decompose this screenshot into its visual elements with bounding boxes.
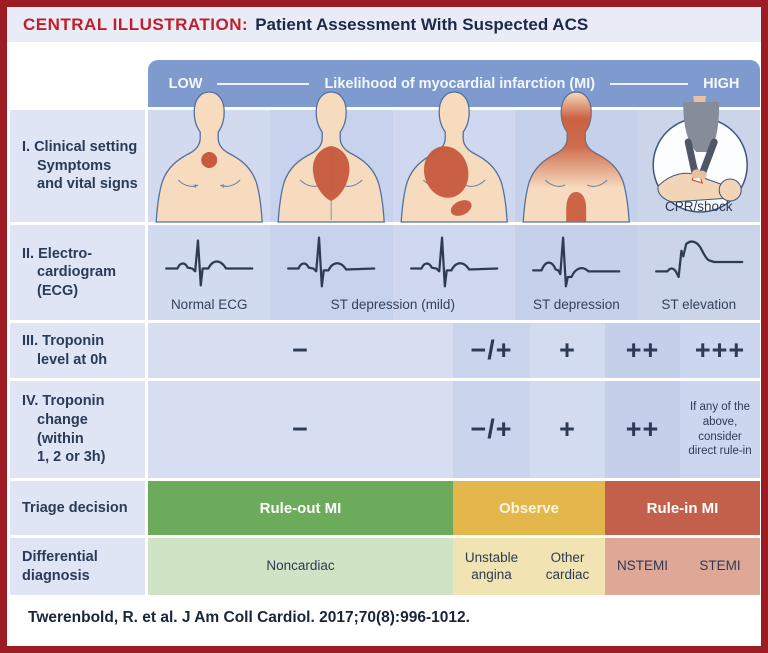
ecg-label-normal: Normal ECG [170,296,248,312]
ecg-normal-trace-icon [148,225,271,320]
troponin-change-cell: − [148,381,453,478]
page-title: Patient Assessment With Suspected ACS [255,14,589,34]
differential-unstable-angina: Unstable angina [453,538,530,595]
troponin-level-cell: ++ [605,323,680,378]
triage-rule-out-mi: Rule-out MI [148,481,453,535]
troponin-level-cell: + [530,323,605,378]
row-triage-content: Rule-out MI Observe Rule-in MI [148,481,760,535]
ecg-st-elevation-trace-icon [637,225,760,320]
likelihood-left-line [217,82,310,85]
troponin-change-cell: ++ [605,381,680,478]
row-troponin-change-label: IV. Troponin change (within 1, 2 or 3h) [10,381,145,478]
row-troponin-change: IV. Troponin change (within 1, 2 or 3h) … [7,381,761,478]
row-clinical-content: CPR/shock [148,91,760,223]
ecg-label-st-depression-mild: ST depression (mild) [330,296,455,312]
row-triage-label: Triage decision [10,481,145,535]
triage-rule-in-mi: Rule-in MI [605,481,760,535]
cpr-shock-label: CPR/shock [664,199,733,214]
likelihood-high-label: HIGH [703,75,740,92]
differential-stemi: STEMI [680,538,760,595]
row-differential-label: Differential diagnosis [10,538,145,595]
title-prefix: CENTRAL ILLUSTRATION: [23,14,249,34]
differential-other-cardiac: Other cardiac [530,538,605,595]
torso-central-chest-pain-icon [270,91,393,223]
triage-observe: Observe [453,481,605,535]
ecg-st-depression-mild-trace-icon [270,225,393,320]
troponin-change-cell: −/+ [453,381,530,478]
row-troponin-level: III. Troponin level at 0h − −/+ + ++ +++ [7,323,761,378]
figure-body: CENTRAL ILLUSTRATION: Patient Assessment… [7,7,761,646]
row-differential-diagnosis: Differential diagnosis Noncardiac Unstab… [7,538,761,595]
row-triage-decision: Triage decision Rule-out MI Observe Rule… [7,481,761,535]
torso-radiating-pain-icon [515,91,638,223]
row-troponin-level-content: − −/+ + ++ +++ [148,323,760,378]
cpr-shock-icon: CPR/shock [637,96,760,222]
troponin-change-cell: + [530,381,605,478]
likelihood-right-line [610,82,689,85]
differential-noncardiac: Noncardiac [148,538,453,595]
row-clinical-label: I. Clinical setting Symptoms and vital s… [10,110,145,222]
ecg-label-st-elevation: ST elevation [661,296,737,312]
row-ecg-content [148,225,760,320]
row-ecg-label: II. Electro- cardiogram (ECG) [10,225,145,320]
differential-nstemi: NSTEMI [605,538,680,595]
likelihood-center-label: Likelihood of myocardial infarction (MI) [324,75,596,92]
torso-large-left-chest-pain-icon [392,91,516,223]
row-troponin-level-label: III. Troponin level at 0h [10,323,145,378]
ecg-st-depression-trace-icon [515,225,638,320]
title-bar: CENTRAL ILLUSTRATION: Patient Assessment… [7,7,761,42]
troponin-level-cell: +++ [680,323,760,378]
row-differential-content: Noncardiac Unstable angina Other cardiac… [148,538,760,595]
troponin-level-cell: −/+ [453,323,530,378]
ecg-label-st-depression: ST depression [532,296,620,312]
citation: Twerenbold, R. et al. J Am Coll Cardiol.… [28,609,470,626]
likelihood-low-label: LOW [168,75,203,92]
troponin-change-note-cell: If any of the above, consider direct rul… [680,381,760,478]
ecg-trace-labels: Normal ECG ST depression (mild) ST depre… [148,292,760,316]
row-troponin-change-content: − −/+ + ++ If any of the above, consider… [148,381,760,478]
torso-small-pain-spot-icon [148,91,271,223]
row-clinical-setting: I. Clinical setting Symptoms and vital s… [7,91,761,223]
ecg-st-depression-mild-trace-icon [392,225,516,320]
troponin-level-cell: − [148,323,453,378]
row-ecg: II. Electro- cardiogram (ECG) [7,225,761,320]
